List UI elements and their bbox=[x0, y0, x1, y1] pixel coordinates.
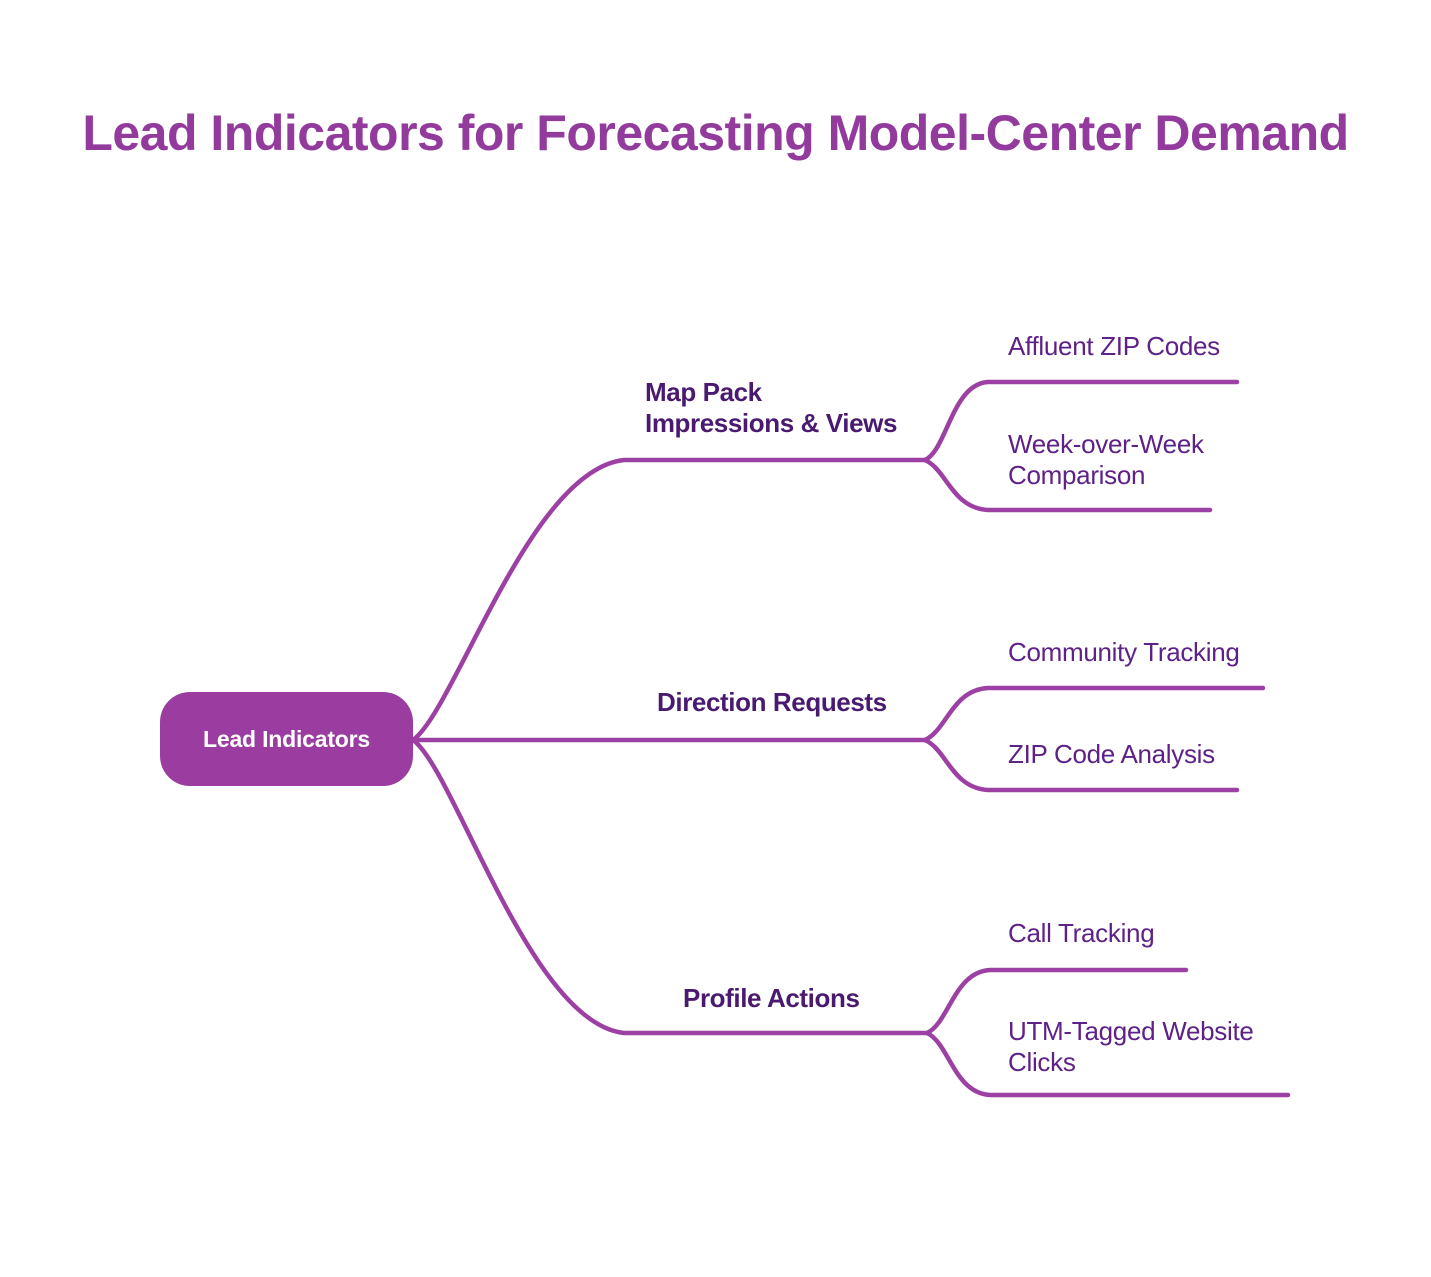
branch-2-leaf-2-connector bbox=[922, 737, 1240, 793]
branch-1-leaf-1-connector bbox=[922, 379, 1240, 463]
leaf-label-utm-tagged-website-clicks: UTM-Tagged Website Clicks bbox=[1008, 1016, 1254, 1077]
branch-2-leaf-1-connector bbox=[922, 685, 1266, 743]
branch-3-leaf-1-connector bbox=[924, 967, 1189, 1036]
branch-1-leaf-2-connector bbox=[922, 457, 1213, 513]
leaf-label-affluent-zip-codes: Affluent ZIP Codes bbox=[1008, 331, 1220, 361]
branch-label-map-pack: Map Pack Impressions & Views bbox=[645, 377, 898, 438]
leaf-label-week-over-week-comparison: Week-over-Week Comparison bbox=[1008, 429, 1204, 490]
branch-label-profile-actions: Profile Actions bbox=[683, 983, 860, 1013]
leaf-label-community-tracking: Community Tracking bbox=[1008, 637, 1240, 667]
root-node-label: Lead Indicators bbox=[203, 725, 370, 752]
root-node: Lead Indicators bbox=[160, 692, 413, 786]
page-title: Lead Indicators for Forecasting Model-Ce… bbox=[82, 105, 1349, 161]
branch-1-connector bbox=[410, 457, 928, 743]
branch-label-direction-requests: Direction Requests bbox=[657, 687, 887, 717]
branch-3-leaf-2-connector bbox=[924, 1030, 1291, 1098]
leaf-label-call-tracking: Call Tracking bbox=[1008, 918, 1155, 948]
branch-3-connector bbox=[410, 737, 930, 1036]
leaf-label-zip-code-analysis: ZIP Code Analysis bbox=[1008, 739, 1215, 769]
